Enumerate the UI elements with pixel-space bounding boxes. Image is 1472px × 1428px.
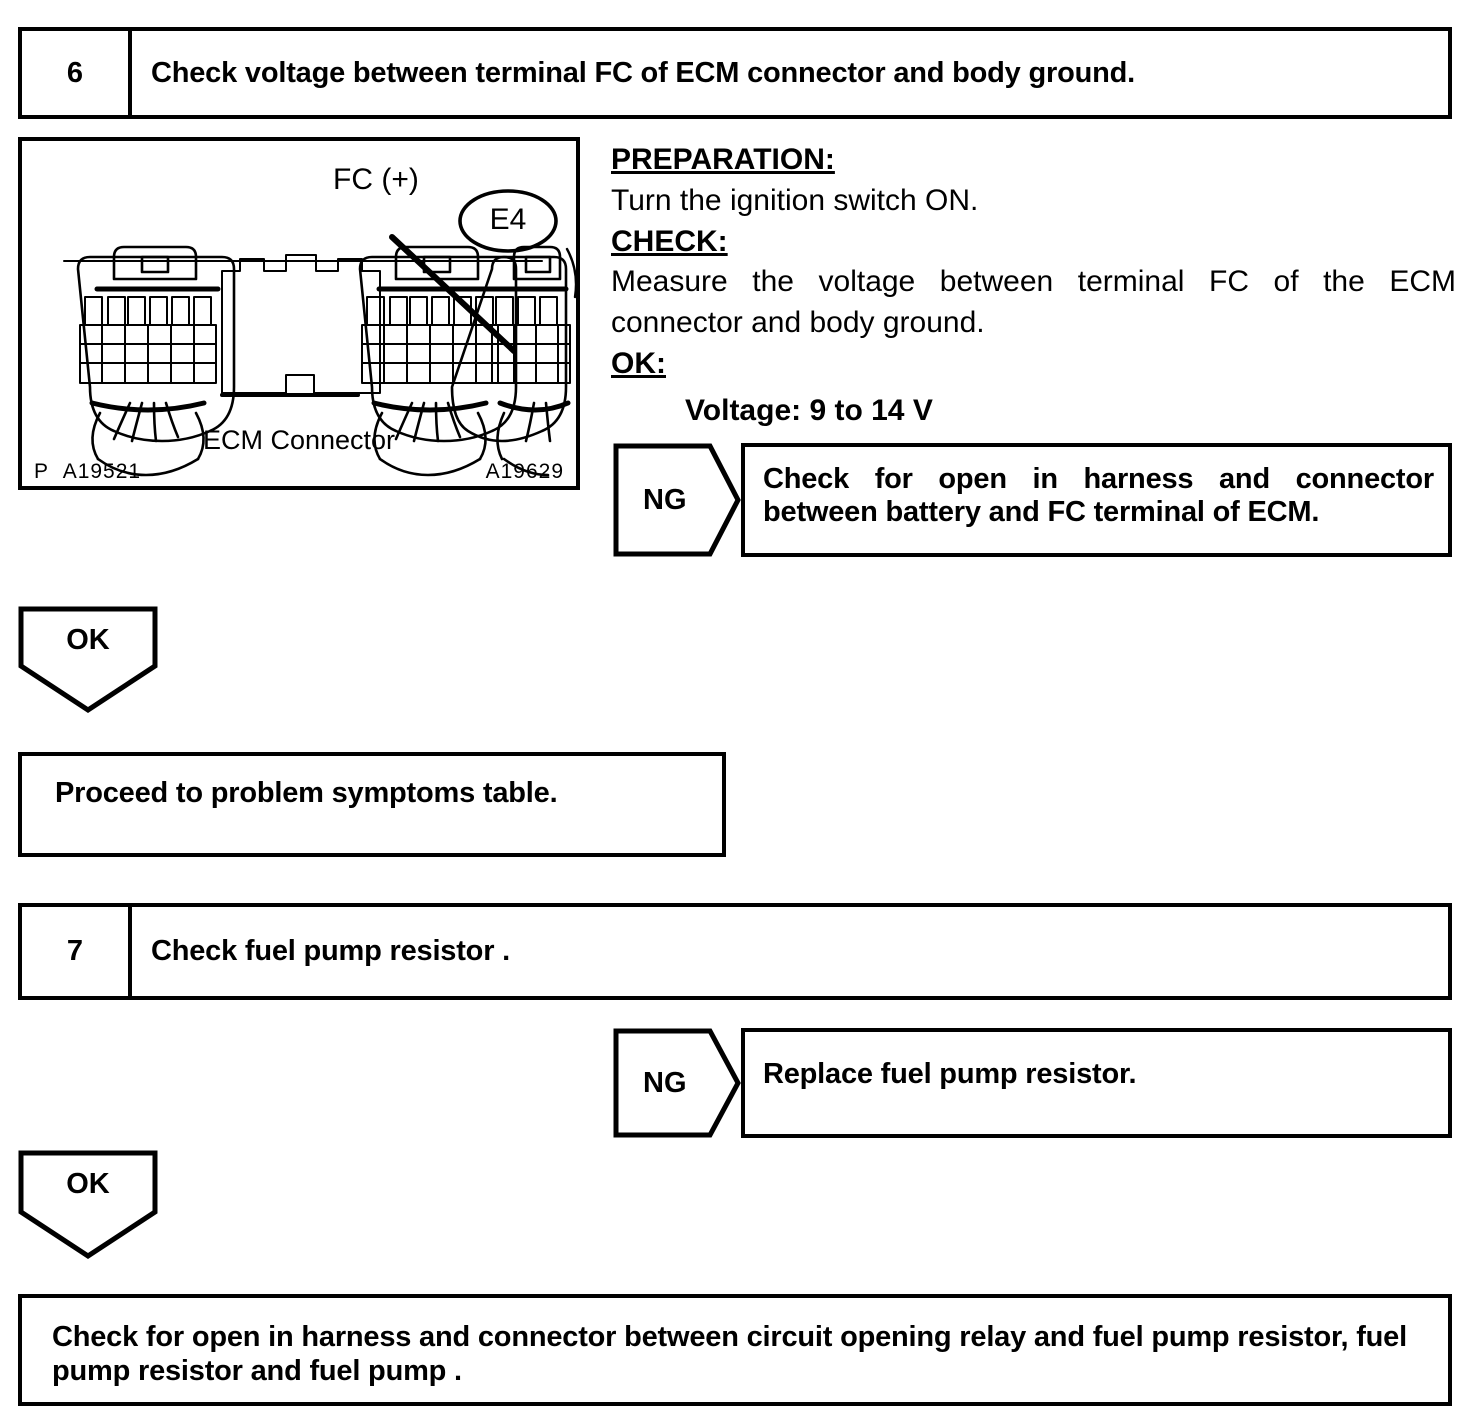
terminal-callout-label: FC (+) bbox=[333, 163, 419, 196]
preparation-heading: PREPARATION: bbox=[611, 143, 835, 176]
ok-heading: OK: bbox=[611, 346, 666, 380]
step-number-7: 7 bbox=[22, 907, 132, 996]
ng-action-box-step-7: Replace fuel pump resistor. bbox=[741, 1028, 1452, 1138]
step-title-6: Check voltage between terminal FC of ECM… bbox=[151, 56, 1135, 89]
step-title-7: Check fuel pump resistor . bbox=[151, 935, 510, 967]
step-row-6: 6 Check voltage between terminal FC of E… bbox=[18, 27, 1452, 119]
connector-id-label: E4 bbox=[489, 203, 527, 236]
ng-arrow-step-7: NG bbox=[613, 1028, 741, 1138]
ok-arrow-step-7: OK bbox=[18, 1150, 158, 1259]
ecm-connector-drawing bbox=[63, 189, 576, 477]
ok-arrow-label-step-6: OK bbox=[66, 624, 110, 656]
ecm-connector-illustration: FC (+) E4 ECM Connector P A19521 A19629 bbox=[18, 137, 580, 490]
connector-id-oval bbox=[458, 189, 558, 253]
procedure-text-block: PREPARATION: Turn the ignition switch ON… bbox=[611, 140, 1456, 432]
illustration-figure-code: A19521 bbox=[62, 460, 142, 483]
illustration-caption: ECM Connector bbox=[202, 425, 396, 455]
ng-action-box-step-6: Check for open in harness and connector … bbox=[741, 443, 1452, 557]
preparation-body: Turn the ignition switch ON. bbox=[611, 183, 979, 217]
step-number-6: 6 bbox=[22, 31, 132, 115]
ng-arrow-label-step-7: NG bbox=[643, 1066, 687, 1099]
ng-branch-step-7: NG Replace fuel pump resistor. bbox=[613, 1028, 1452, 1138]
ng-arrow-step-6: NG bbox=[613, 443, 741, 557]
illustration-code-left: P A19521 bbox=[34, 460, 141, 484]
ng-arrow-shape bbox=[613, 1028, 741, 1138]
illustration-code-right: A19629 bbox=[485, 460, 564, 483]
ok-arrow-shape bbox=[18, 1150, 158, 1259]
ok-arrow-label-step-7: OK bbox=[66, 1168, 110, 1200]
step-row-7: 7 Check fuel pump resistor . bbox=[18, 903, 1452, 1000]
ok-action-box-step-6: Proceed to problem symptoms table. bbox=[18, 752, 726, 857]
ok-arrow-shape bbox=[18, 606, 158, 713]
ng-arrow-label-step-6: NG bbox=[643, 483, 687, 516]
ok-action-box-step-7: Check for open in harness and connector … bbox=[18, 1294, 1452, 1406]
ok-spec-value: Voltage: 9 to 14 V bbox=[685, 393, 933, 427]
ok-arrow-step-6: OK bbox=[18, 606, 158, 714]
ng-arrow-shape bbox=[613, 443, 741, 557]
illustration-page-marker: P bbox=[34, 460, 50, 483]
ng-branch-step-6: NG Check for open in harness and connect… bbox=[613, 443, 1452, 557]
check-heading: CHECK: bbox=[611, 224, 728, 258]
check-body: Measure the voltage between terminal FC … bbox=[611, 265, 1456, 340]
